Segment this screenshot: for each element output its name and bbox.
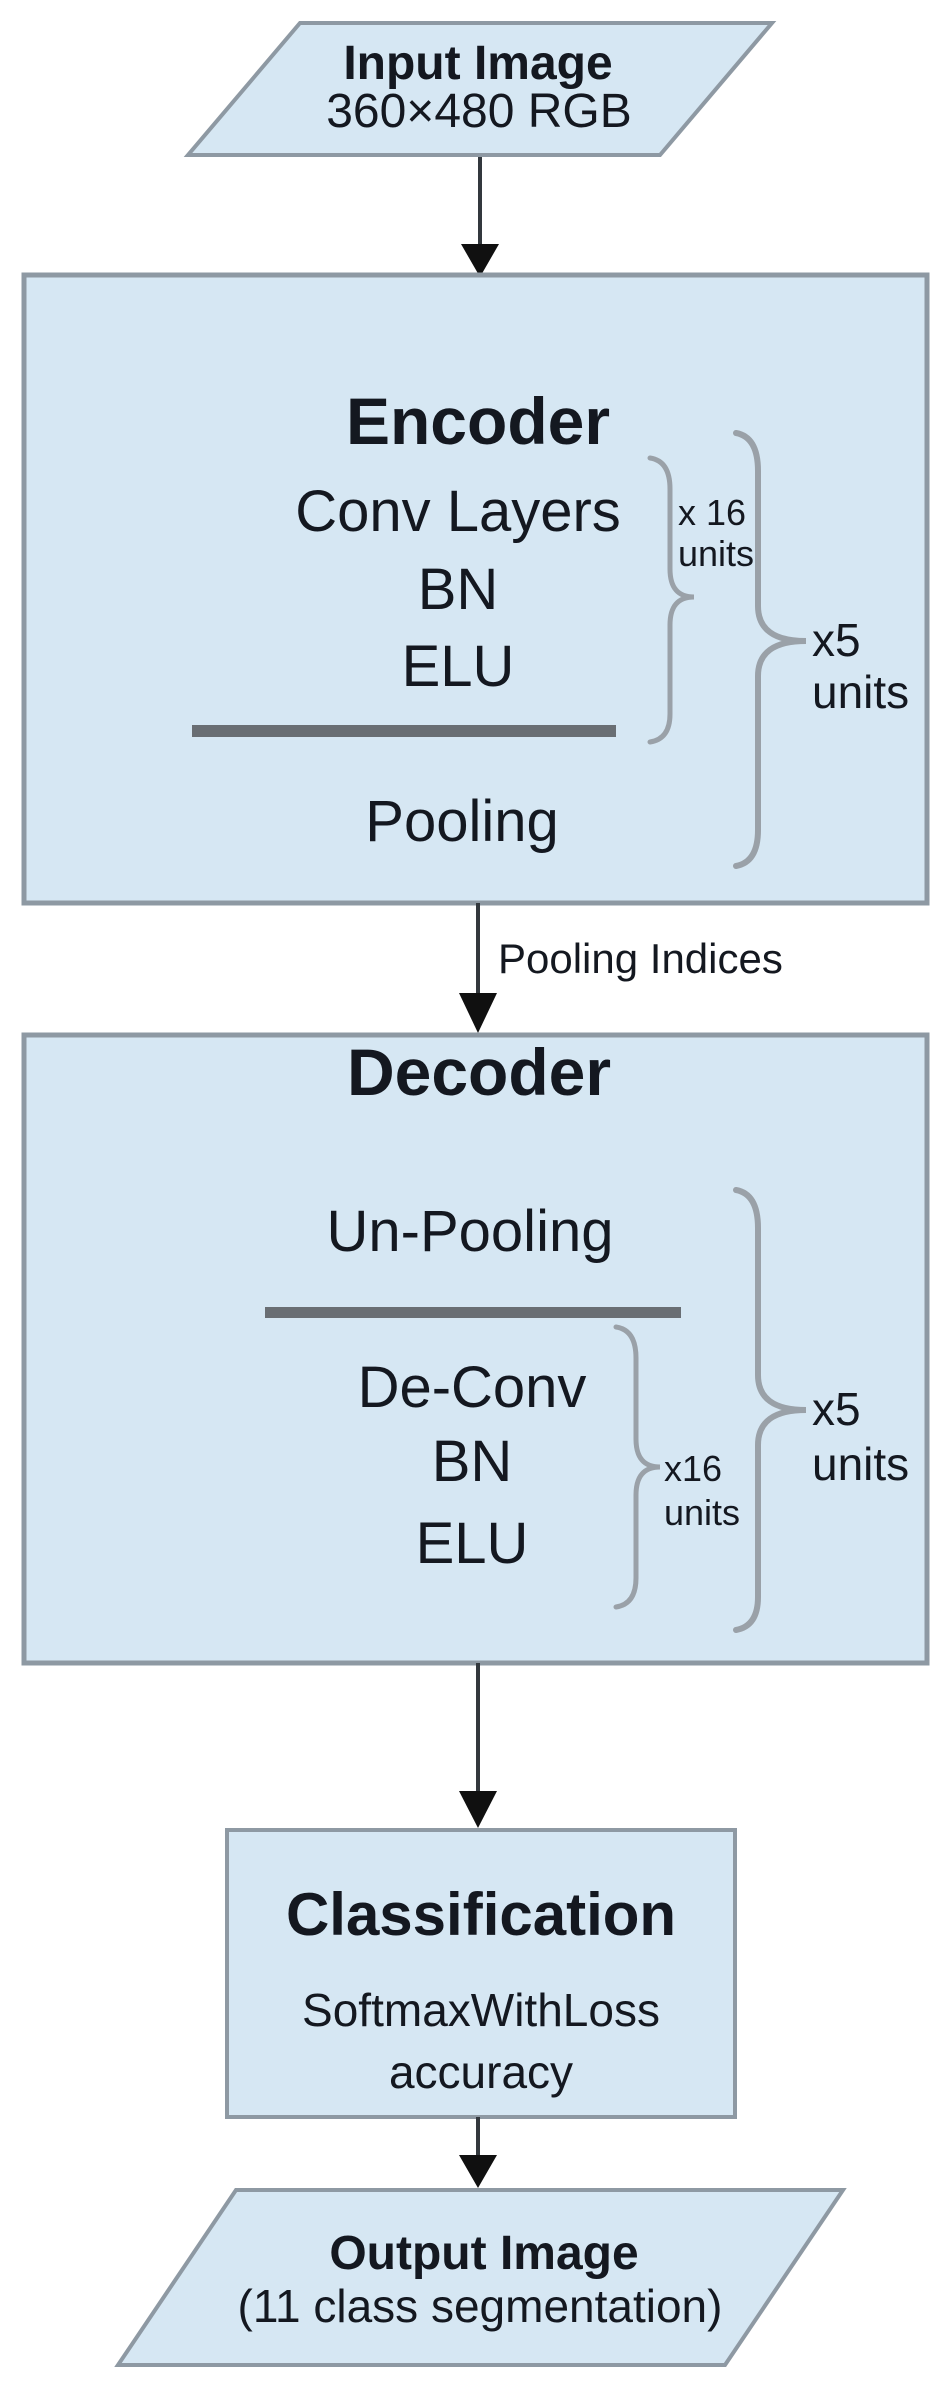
encoder-box xyxy=(21,272,930,906)
arrow-input-to-encoder xyxy=(461,157,499,277)
decoder-elu-label: ELU xyxy=(415,1511,529,1576)
arrow-head-icon xyxy=(459,993,497,1033)
encoder-units-brace-label: x5 units xyxy=(812,614,909,718)
encoder-x5-units: units xyxy=(812,666,910,718)
encoder-elu-label: ELU xyxy=(401,634,515,699)
decoder-deconv-brace xyxy=(613,1324,661,1610)
output-subtitle: (11 class segmentation) xyxy=(237,2280,723,2332)
encoder-x5-times: x5 xyxy=(812,614,861,666)
encoder-conv-brace-label: x 16 units xyxy=(678,492,754,574)
decoder-units-brace xyxy=(733,1187,807,1633)
decoder-divider-line xyxy=(265,1307,681,1318)
decoder-x5-times: x5 xyxy=(812,1383,861,1435)
decoder-x16-units: units xyxy=(664,1492,741,1533)
encoder-x16-units: units xyxy=(678,533,755,574)
classification-softmax-label: SoftmaxWithLoss xyxy=(302,1984,660,2036)
pooling-indices-label: Pooling Indices xyxy=(498,935,783,982)
decoder-box xyxy=(21,1032,930,1666)
input-subtitle: 360×480 RGB xyxy=(326,85,632,138)
decoder-deconv-label: De-Conv xyxy=(357,1355,587,1420)
classification-accuracy-label: accuracy xyxy=(388,2046,574,2098)
arrow-head-icon xyxy=(459,2155,497,2188)
output-title: Output Image xyxy=(329,2227,639,2280)
arrow-classification-to-output xyxy=(459,2117,497,2188)
input-parallelogram xyxy=(183,21,777,157)
arrow-head-icon xyxy=(459,1791,497,1828)
encoder-pooling-label: Pooling xyxy=(365,789,559,854)
decoder-x16-times: x16 xyxy=(664,1448,723,1489)
encoder-bn-label: BN xyxy=(417,557,499,622)
arrow-encoder-to-decoder xyxy=(459,903,497,1033)
decoder-title: Decoder xyxy=(346,1035,612,1109)
encoder-title: Encoder xyxy=(345,384,611,458)
classification-box xyxy=(225,1828,737,2119)
arrow-head-icon xyxy=(461,244,499,277)
encoder-x16-times: x 16 xyxy=(678,492,747,533)
encoder-conv-brace xyxy=(647,455,695,745)
encoder-conv-layers-label: Conv Layers xyxy=(295,479,621,544)
decoder-unpooling-label: Un-Pooling xyxy=(326,1199,614,1264)
decoder-units-brace-label: x5 units xyxy=(812,1382,909,1492)
decoder-x5-units: units xyxy=(812,1438,910,1490)
encoder-units-brace xyxy=(733,430,807,869)
classification-title: Classification xyxy=(285,1881,677,1948)
decoder-bn-label: BN xyxy=(431,1429,513,1494)
arrow-decoder-to-classification xyxy=(459,1663,497,1828)
output-parallelogram xyxy=(114,2188,847,2367)
encoder-divider-line xyxy=(192,725,616,737)
decoder-deconv-brace-label: x16 units xyxy=(664,1447,740,1535)
input-title: Input Image xyxy=(343,37,613,90)
